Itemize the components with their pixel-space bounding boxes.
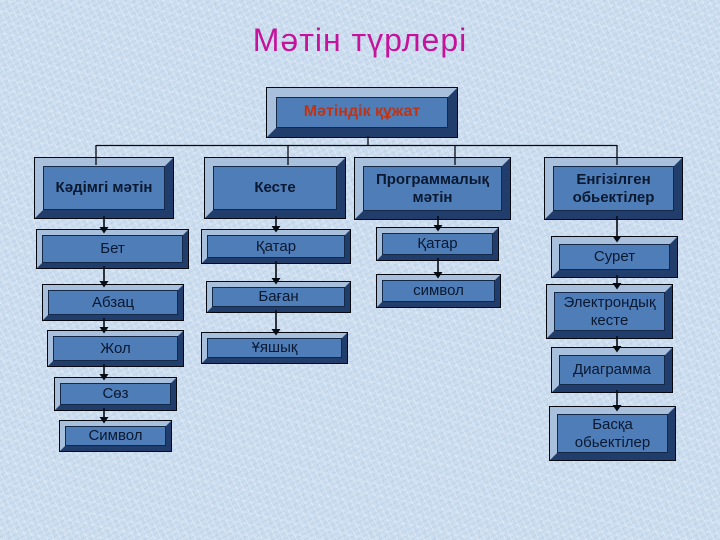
node-spreadsheet: Электрондық кесте [546,284,673,339]
slide-title: Мәтін түрлері [252,22,468,58]
node-paragraph: Абзац [42,284,184,321]
node-cell: Ұяшық [201,332,348,364]
node-symbol-col3: символ [376,274,501,308]
node-header-program-text: Программалық мәтін [354,157,511,220]
node-other-objects: Басқа обьектілер [549,406,676,461]
node-header-ordinary-text: Кәдімгі мәтін [34,157,174,219]
node-row-col3: Қатар [376,227,499,261]
node-picture: Сурет [551,236,678,278]
node-page: Бет [36,229,189,269]
node-word: Сөз [54,377,177,411]
node-header-table: Кесте [204,157,346,219]
node-symbol-col1: Символ [59,420,172,452]
node-diagram: Диаграмма [551,347,673,393]
node-column: Баған [206,281,351,313]
node-root: Мәтіндік құжат [266,87,458,138]
node-row-col2: Қатар [201,229,351,264]
node-line: Жол [47,330,184,367]
node-header-embedded-objects: Енгізілген обьектілер [544,157,683,220]
